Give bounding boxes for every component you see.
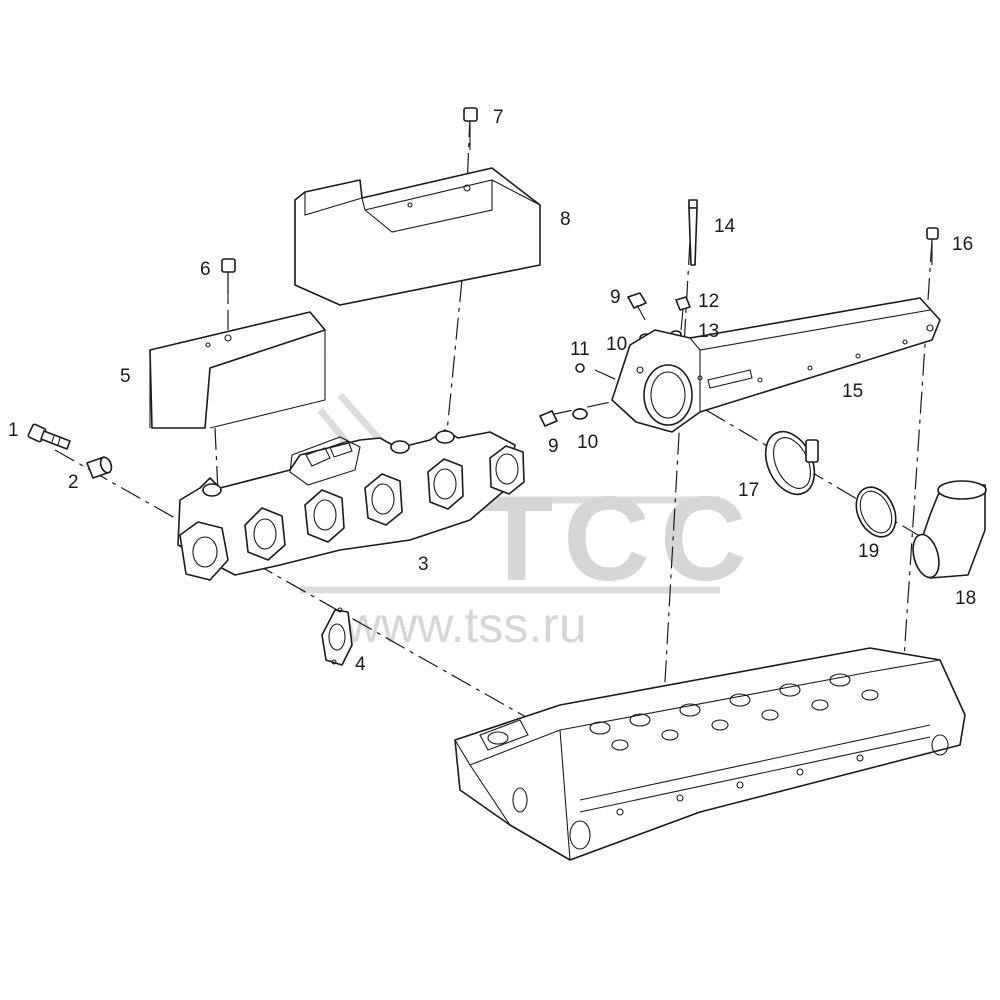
part-14-stud: [688, 199, 698, 266]
callout-7: 7: [493, 107, 504, 128]
callout-17: 17: [738, 480, 759, 501]
part-19-o-ring: [855, 486, 897, 538]
part-6-screw: [221, 258, 236, 300]
part-12-sensor: [675, 296, 691, 331]
callout-2: 2: [68, 472, 79, 493]
part-9-plug-upper: [627, 292, 647, 321]
callout-3: 3: [418, 554, 429, 575]
callout-13: 13: [698, 321, 719, 342]
callout-18: 18: [955, 588, 976, 609]
callout-10-lower: 10: [577, 432, 598, 453]
part-5-heat-shield: [149, 311, 326, 429]
watermark-url-text: www.tss.ru: [344, 597, 587, 653]
part-9-plug-lower: [539, 410, 558, 427]
part-4-gasket: [321, 607, 353, 666]
callout-16: 16: [952, 234, 973, 255]
watermark-logo-text: TCC: [480, 472, 757, 606]
part-1-bolt: [27, 423, 71, 450]
callouts: 1 2 3 4 5 6 7 8 9 9 10 10 11 12 13 14 15…: [8, 107, 976, 675]
callout-4: 4: [355, 654, 366, 675]
callout-11: 11: [570, 339, 590, 360]
cylinder-head: [454, 647, 966, 861]
part-18-elbow-pipe: [912, 480, 987, 579]
callout-12: 12: [698, 291, 719, 312]
part-16-screw: [926, 227, 939, 265]
part-11-plug: [575, 363, 585, 373]
part-2-spacer: [86, 456, 113, 479]
part-15-intake-manifold: [611, 297, 941, 433]
callout-15: 15: [842, 381, 863, 402]
part-17-clamp: [764, 430, 819, 496]
part-3-exhaust-manifold: [177, 429, 525, 581]
part-7-screw: [463, 107, 478, 150]
callout-19: 19: [858, 541, 879, 562]
callout-6: 6: [200, 259, 211, 280]
callout-9-lower: 9: [548, 436, 559, 457]
callout-5: 5: [120, 366, 131, 387]
callout-14: 14: [714, 216, 736, 237]
callout-9-upper: 9: [610, 287, 621, 308]
part-10-washer-lower: [572, 408, 588, 420]
callout-10-upper: 10: [606, 334, 627, 355]
callout-1: 1: [8, 420, 19, 441]
part-8-heat-shield: [294, 167, 541, 306]
callout-8: 8: [560, 209, 571, 230]
